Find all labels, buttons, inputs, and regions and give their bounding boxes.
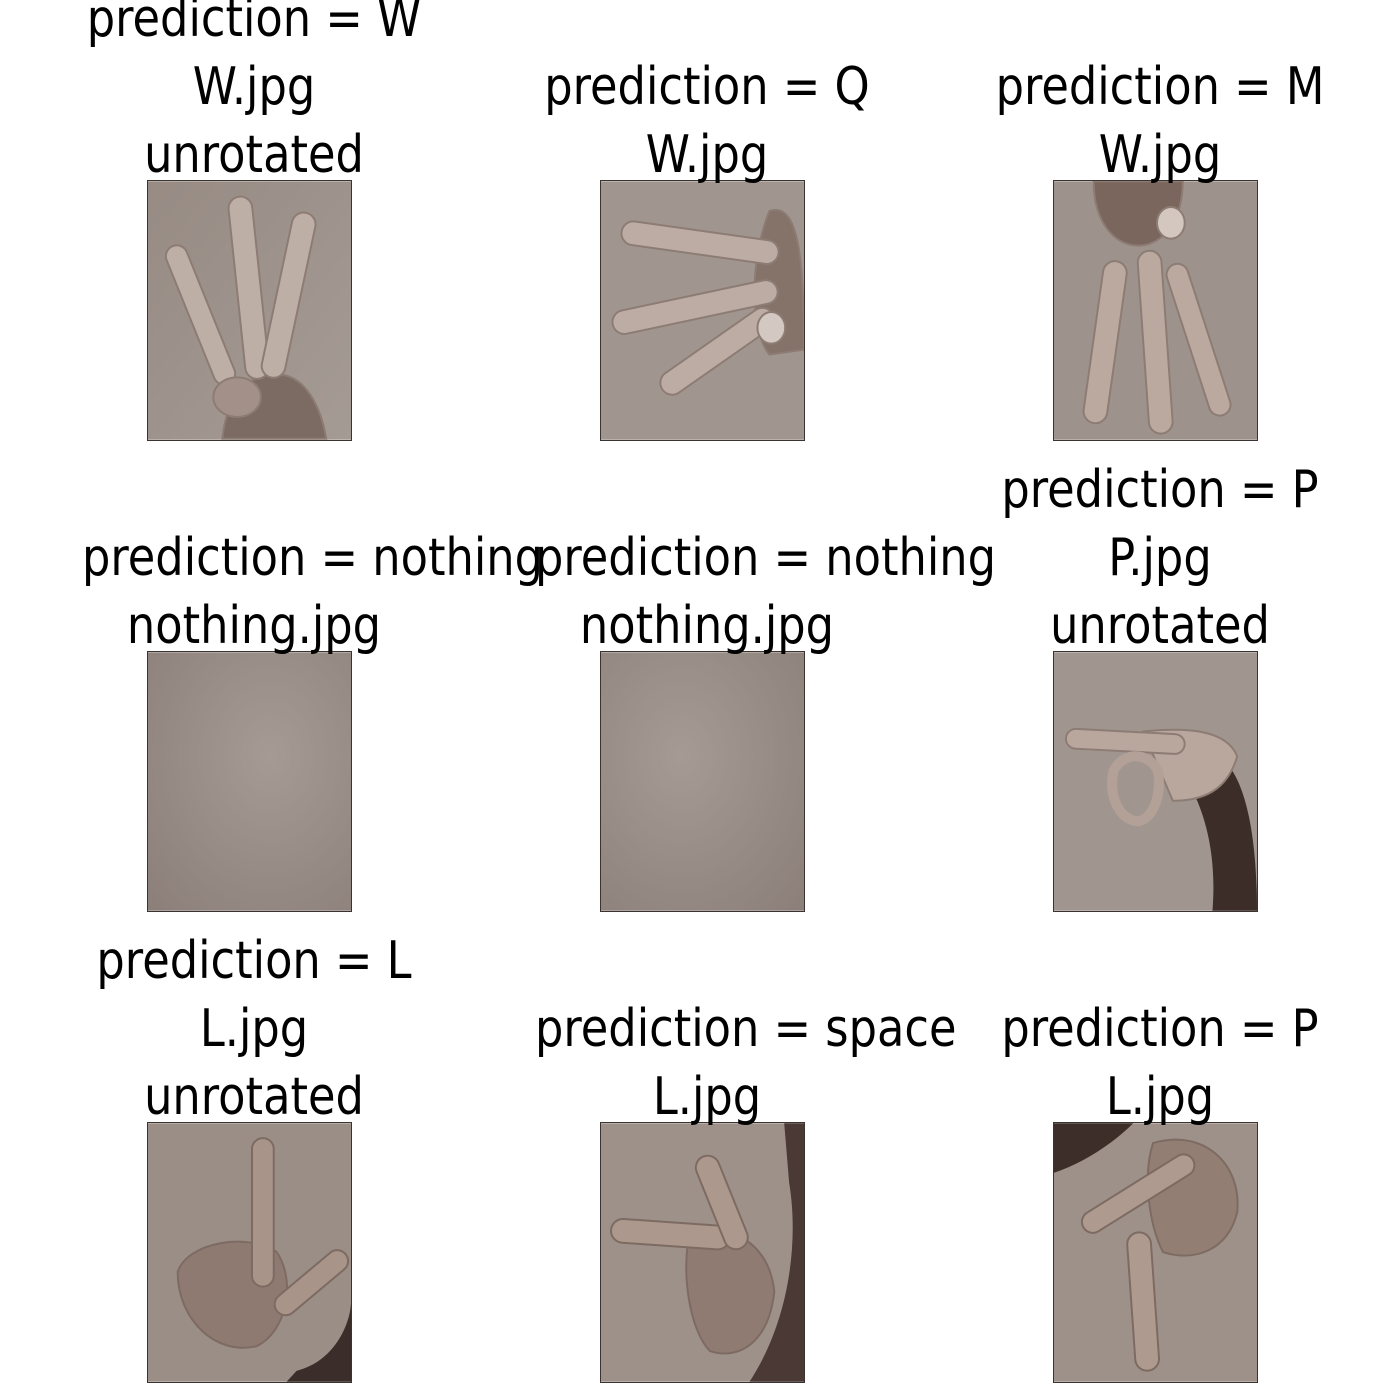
hand-sign-p-image: [1054, 652, 1257, 911]
filename-label: W.jpg: [192, 57, 316, 117]
filename-label: P.jpg: [1108, 528, 1212, 588]
filename-label: L.jpg: [652, 1067, 762, 1127]
hand-sign-w-image: [148, 181, 351, 440]
hand-photo: [1053, 180, 1258, 441]
filename-label: nothing.jpg: [579, 596, 835, 656]
panel-9: prediction = P L.jpg: [960, 942, 1360, 1384]
prediction-label: prediction = space: [535, 999, 957, 1059]
filename-label: L.jpg: [199, 999, 309, 1059]
hand-sign-l-image: [148, 1123, 351, 1382]
filename-label: W.jpg: [645, 125, 769, 185]
rotation-label: unrotated: [144, 1067, 364, 1127]
panel-title: prediction = W W.jpg unrotated: [82, 0, 426, 189]
panel-title: prediction = nothing nothing.jpg: [535, 524, 997, 660]
blank-background-image: [148, 652, 351, 911]
rotation-label: unrotated: [144, 125, 364, 185]
panel-1: prediction = W W.jpg unrotated: [54, 0, 454, 442]
panel-title: prediction = L L.jpg unrotated: [82, 927, 426, 1131]
blank-background-image: [601, 652, 804, 911]
filename-label: nothing.jpg: [126, 596, 382, 656]
panel-5: prediction = nothing nothing.jpg: [507, 471, 997, 913]
prediction-label: prediction = P: [1001, 460, 1319, 520]
prediction-label: prediction = L: [96, 931, 412, 991]
panel-2: prediction = Q W.jpg: [507, 0, 907, 442]
hand-photo: [1053, 1122, 1258, 1383]
panel-7: prediction = L L.jpg unrotated: [54, 931, 454, 1384]
panel-title: prediction = M W.jpg: [988, 53, 1332, 189]
hand-sign-w-rotated-image: [601, 181, 804, 440]
hand-photo: [600, 1122, 805, 1383]
panel-8: prediction = space L.jpg: [507, 942, 957, 1384]
panel-title: prediction = Q W.jpg: [535, 53, 879, 189]
prediction-label: prediction = P: [1001, 999, 1319, 1059]
hand-sign-w-upside-down-image: [1054, 181, 1257, 440]
prediction-label: prediction = W: [86, 0, 422, 49]
prediction-label: prediction = Q: [544, 57, 870, 117]
hand-sign-l-rotated-image: [601, 1123, 804, 1382]
rotation-label: unrotated: [1050, 596, 1270, 656]
panel-6: prediction = P P.jpg unrotated: [960, 460, 1360, 913]
panel-title: prediction = nothing nothing.jpg: [82, 524, 544, 660]
panel-title: prediction = P L.jpg: [988, 995, 1332, 1131]
filename-label: L.jpg: [1105, 1067, 1215, 1127]
hand-photo: [147, 180, 352, 441]
panel-3: prediction = M W.jpg: [960, 0, 1360, 442]
hand-photo: [147, 1122, 352, 1383]
background-photo: [147, 651, 352, 912]
prediction-label: prediction = nothing: [82, 528, 544, 588]
hand-sign-l-upside-down-image: [1054, 1123, 1257, 1382]
panel-title: prediction = P P.jpg unrotated: [988, 456, 1332, 660]
panel-4: prediction = nothing nothing.jpg: [54, 471, 544, 913]
prediction-label: prediction = nothing: [535, 528, 997, 588]
filename-label: W.jpg: [1098, 125, 1222, 185]
panel-title: prediction = space L.jpg: [535, 995, 957, 1131]
prediction-label: prediction = M: [995, 57, 1325, 117]
background-photo: [600, 651, 805, 912]
hand-photo: [600, 180, 805, 441]
hand-photo: [1053, 651, 1258, 912]
